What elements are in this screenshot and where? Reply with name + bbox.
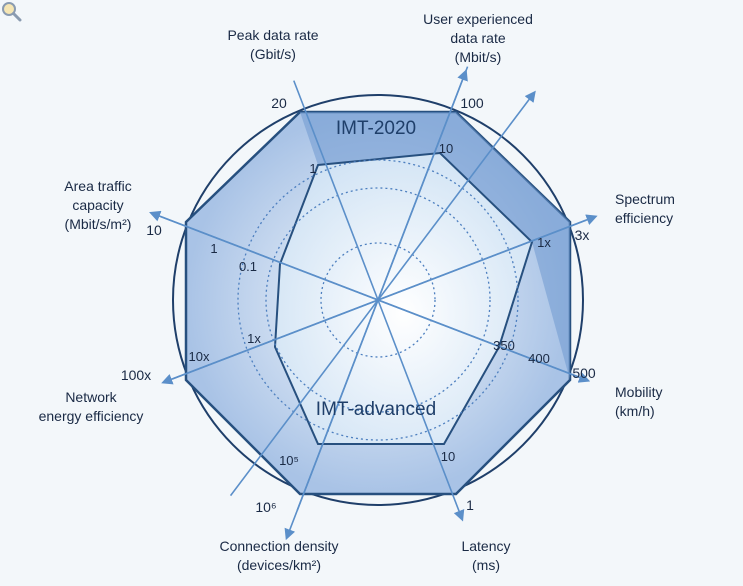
axis-label-line: data rate — [450, 30, 505, 46]
magnifier-icon[interactable] — [0, 0, 22, 22]
axis-label-connection: Connection density (devices/km²) — [219, 538, 338, 573]
axis-line-area — [149, 210, 580, 378]
axis-label-line: (Mbit/s/m²) — [65, 216, 132, 232]
tick-label-area-core: 0.1 — [239, 259, 257, 274]
axis-label-line: Latency — [461, 538, 510, 554]
tick-label-spectrum-inner: 1x — [537, 235, 551, 250]
tick-label-peak-outer: 20 — [271, 95, 287, 111]
axis-label-line: Peak data rate — [227, 27, 318, 43]
axis-label-line: Network — [65, 389, 117, 405]
tick-label-user_rate-inner: 10 — [439, 141, 453, 156]
outer-circle — [172, 94, 584, 506]
axis-label-line: (Mbit/s) — [455, 49, 502, 65]
imt-advanced-polygon — [273, 151, 534, 445]
axis-label-line: (Gbit/s) — [250, 46, 296, 62]
axis-label-line: (km/h) — [615, 403, 655, 419]
series-label-imt2020: IMT-2020 — [336, 118, 416, 139]
axis-label-latency: Latency (ms) — [461, 538, 510, 573]
axis-label-line: (ms) — [472, 557, 500, 573]
tick-label-mobility-mid: 400 — [528, 351, 550, 366]
axis-label-line: Spectrum — [615, 191, 675, 207]
axis-label-energy: Network energy efficiency — [39, 389, 144, 424]
tick-label-energy-core: 1x — [247, 331, 261, 346]
tick-label-area-inner: 1 — [210, 241, 217, 256]
tick-label-spectrum-outer: 3x — [575, 227, 590, 243]
tick-label-mobility-outer: 500 — [572, 365, 596, 381]
axis-label-peak: Peak data rate (Gbit/s) — [227, 27, 318, 62]
tick-label-energy-outer: 100x — [121, 367, 151, 383]
tick-label-mobility-inner: 350 — [493, 338, 515, 353]
tick-label-peak-inner: 1 — [309, 161, 316, 176]
axis-label-line: (devices/km²) — [237, 557, 321, 573]
tick-label-user_rate-outer: 100 — [460, 95, 484, 111]
axis-label-line: User experienced — [423, 11, 533, 27]
axis-line-connection — [284, 66, 469, 541]
tick-label-latency-inner: 10 — [441, 449, 455, 464]
tick-label-connection-outer: 10⁶ — [255, 499, 276, 515]
tick-label-connection-inner: 10⁵ — [279, 453, 299, 468]
axis-label-user_rate: User experienced data rate (Mbit/s) — [423, 11, 533, 65]
series-label-imt-advanced: IMT-advanced — [316, 399, 436, 420]
axis-label-line: Area traffic — [64, 178, 131, 194]
grid-circle-1 — [237, 159, 519, 441]
axis-line-user_rate — [229, 90, 536, 497]
tick-label-latency-outer: 1 — [466, 497, 474, 513]
axis-label-spectrum: Spectrum efficiency — [615, 191, 675, 226]
axis-label-area: Area traffic capacity (Mbit/s/m²) — [64, 178, 131, 232]
axis-label-line: Mobility — [615, 384, 662, 400]
grid-circle-2 — [265, 187, 491, 413]
axis-line-energy — [161, 219, 587, 385]
tick-label-energy-inner: 10x — [189, 349, 210, 364]
axis-label-line: efficiency — [615, 210, 673, 226]
axis-label-mobility: Mobility (km/h) — [615, 384, 662, 419]
tick-label-area-outer: 10 — [146, 222, 162, 238]
axis-label-line: Connection density — [219, 538, 338, 554]
imt2020-highlight — [300, 112, 570, 380]
axis-label-line: energy efficiency — [39, 408, 144, 424]
grid-circle-3 — [320, 242, 436, 358]
axis-label-line: capacity — [72, 197, 123, 213]
